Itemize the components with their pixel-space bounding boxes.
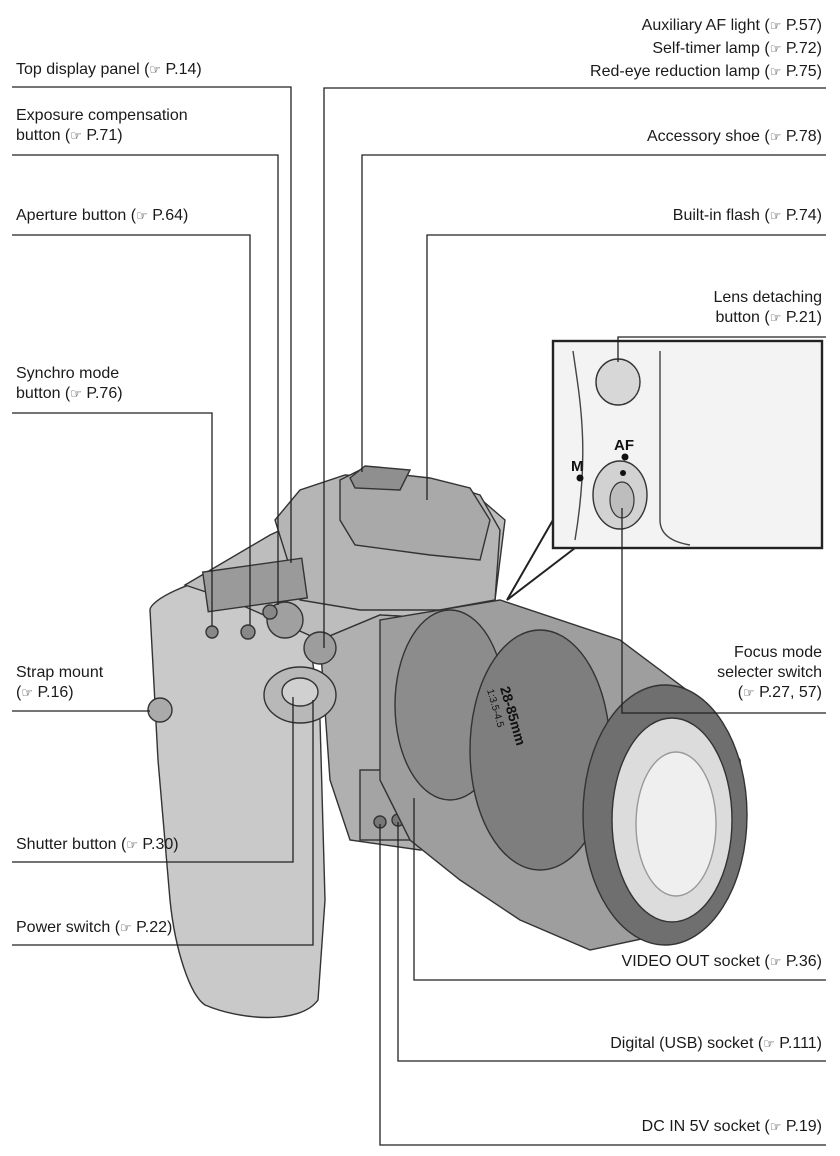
inset-m-label: M bbox=[571, 458, 584, 475]
inset-frame bbox=[551, 339, 824, 550]
label-lens-detaching: Lens detaching button (☞ P.21) bbox=[713, 289, 822, 326]
exp-comp-button-shape bbox=[262, 604, 278, 620]
leader-aperture bbox=[12, 234, 251, 625]
leader-dc-in bbox=[379, 824, 826, 1146]
label-built-in-flash: Built-in flash (☞ P.74) bbox=[672, 207, 822, 224]
leader-video-out bbox=[413, 798, 826, 981]
strap-mount-shape bbox=[147, 697, 173, 723]
leader-top-display bbox=[12, 86, 292, 563]
label-exposure-compensation: Exposure compensation button (☞ P.71) bbox=[16, 107, 188, 144]
shutter-button-shape bbox=[281, 677, 319, 707]
label-video-out: VIDEO OUT socket (☞ P.36) bbox=[621, 953, 822, 970]
camera-grip bbox=[149, 574, 326, 1019]
label-aux-af-light: Auxiliary AF light (☞ P.57) bbox=[641, 17, 822, 34]
label-synchro-mode: Synchro mode button (☞ P.76) bbox=[16, 365, 123, 402]
inset-detach-button bbox=[595, 358, 641, 406]
inset-body-edge bbox=[572, 350, 584, 541]
label-focus-mode: Focus mode selecter switch (☞ P.27, 57) bbox=[717, 644, 822, 701]
leader-focus-mode bbox=[621, 508, 826, 714]
leader-synchro bbox=[12, 412, 213, 626]
label-dc-in: DC IN 5V socket (☞ P.19) bbox=[641, 1118, 822, 1135]
label-self-timer: Self-timer lamp (☞ P.72) bbox=[652, 40, 822, 57]
label-digital-usb: Digital (USB) socket (☞ P.111) bbox=[610, 1035, 822, 1052]
inset-focus-dot bbox=[620, 470, 626, 476]
inset-body-edge-2 bbox=[659, 351, 691, 546]
leader-flash bbox=[426, 234, 826, 500]
leader-lens-detach bbox=[617, 336, 826, 362]
inset-pointer bbox=[506, 519, 576, 601]
lens-glass-inner bbox=[635, 751, 717, 897]
leader-shutter bbox=[12, 697, 294, 863]
aperture-button-shape bbox=[240, 624, 256, 640]
leader-lines bbox=[12, 86, 826, 1146]
leader-accessory-shoe bbox=[361, 154, 826, 472]
accessory-shoe-shape bbox=[349, 465, 412, 491]
leader-exp-comp bbox=[12, 154, 279, 605]
camera-illustration bbox=[147, 465, 748, 1019]
leader-usb bbox=[397, 822, 826, 1062]
top-display-panel-shape bbox=[201, 557, 309, 613]
leader-red-eye bbox=[323, 87, 826, 648]
inset-af-dot bbox=[621, 453, 629, 461]
label-shutter-button: Shutter button (☞ P.30) bbox=[16, 836, 179, 853]
leader-power bbox=[12, 700, 314, 946]
label-accessory-shoe: Accessory shoe (☞ P.78) bbox=[646, 128, 822, 145]
label-strap-mount: Strap mount (☞ P.16) bbox=[16, 664, 104, 701]
synchro-button-shape bbox=[205, 625, 219, 639]
front-button-shape bbox=[303, 631, 337, 665]
label-power-switch: Power switch (☞ P.22) bbox=[16, 919, 173, 936]
label-red-eye: Red-eye reduction lamp (☞ P.75) bbox=[590, 63, 822, 80]
lens-detach-inset: AF M bbox=[506, 339, 824, 601]
inset-af-label: AF bbox=[614, 437, 634, 454]
inset-m-dot bbox=[576, 474, 584, 482]
label-top-display-panel: Top display panel (☞ P.14) bbox=[16, 61, 202, 78]
label-aperture-button: Aperture button (☞ P.64) bbox=[16, 207, 189, 224]
